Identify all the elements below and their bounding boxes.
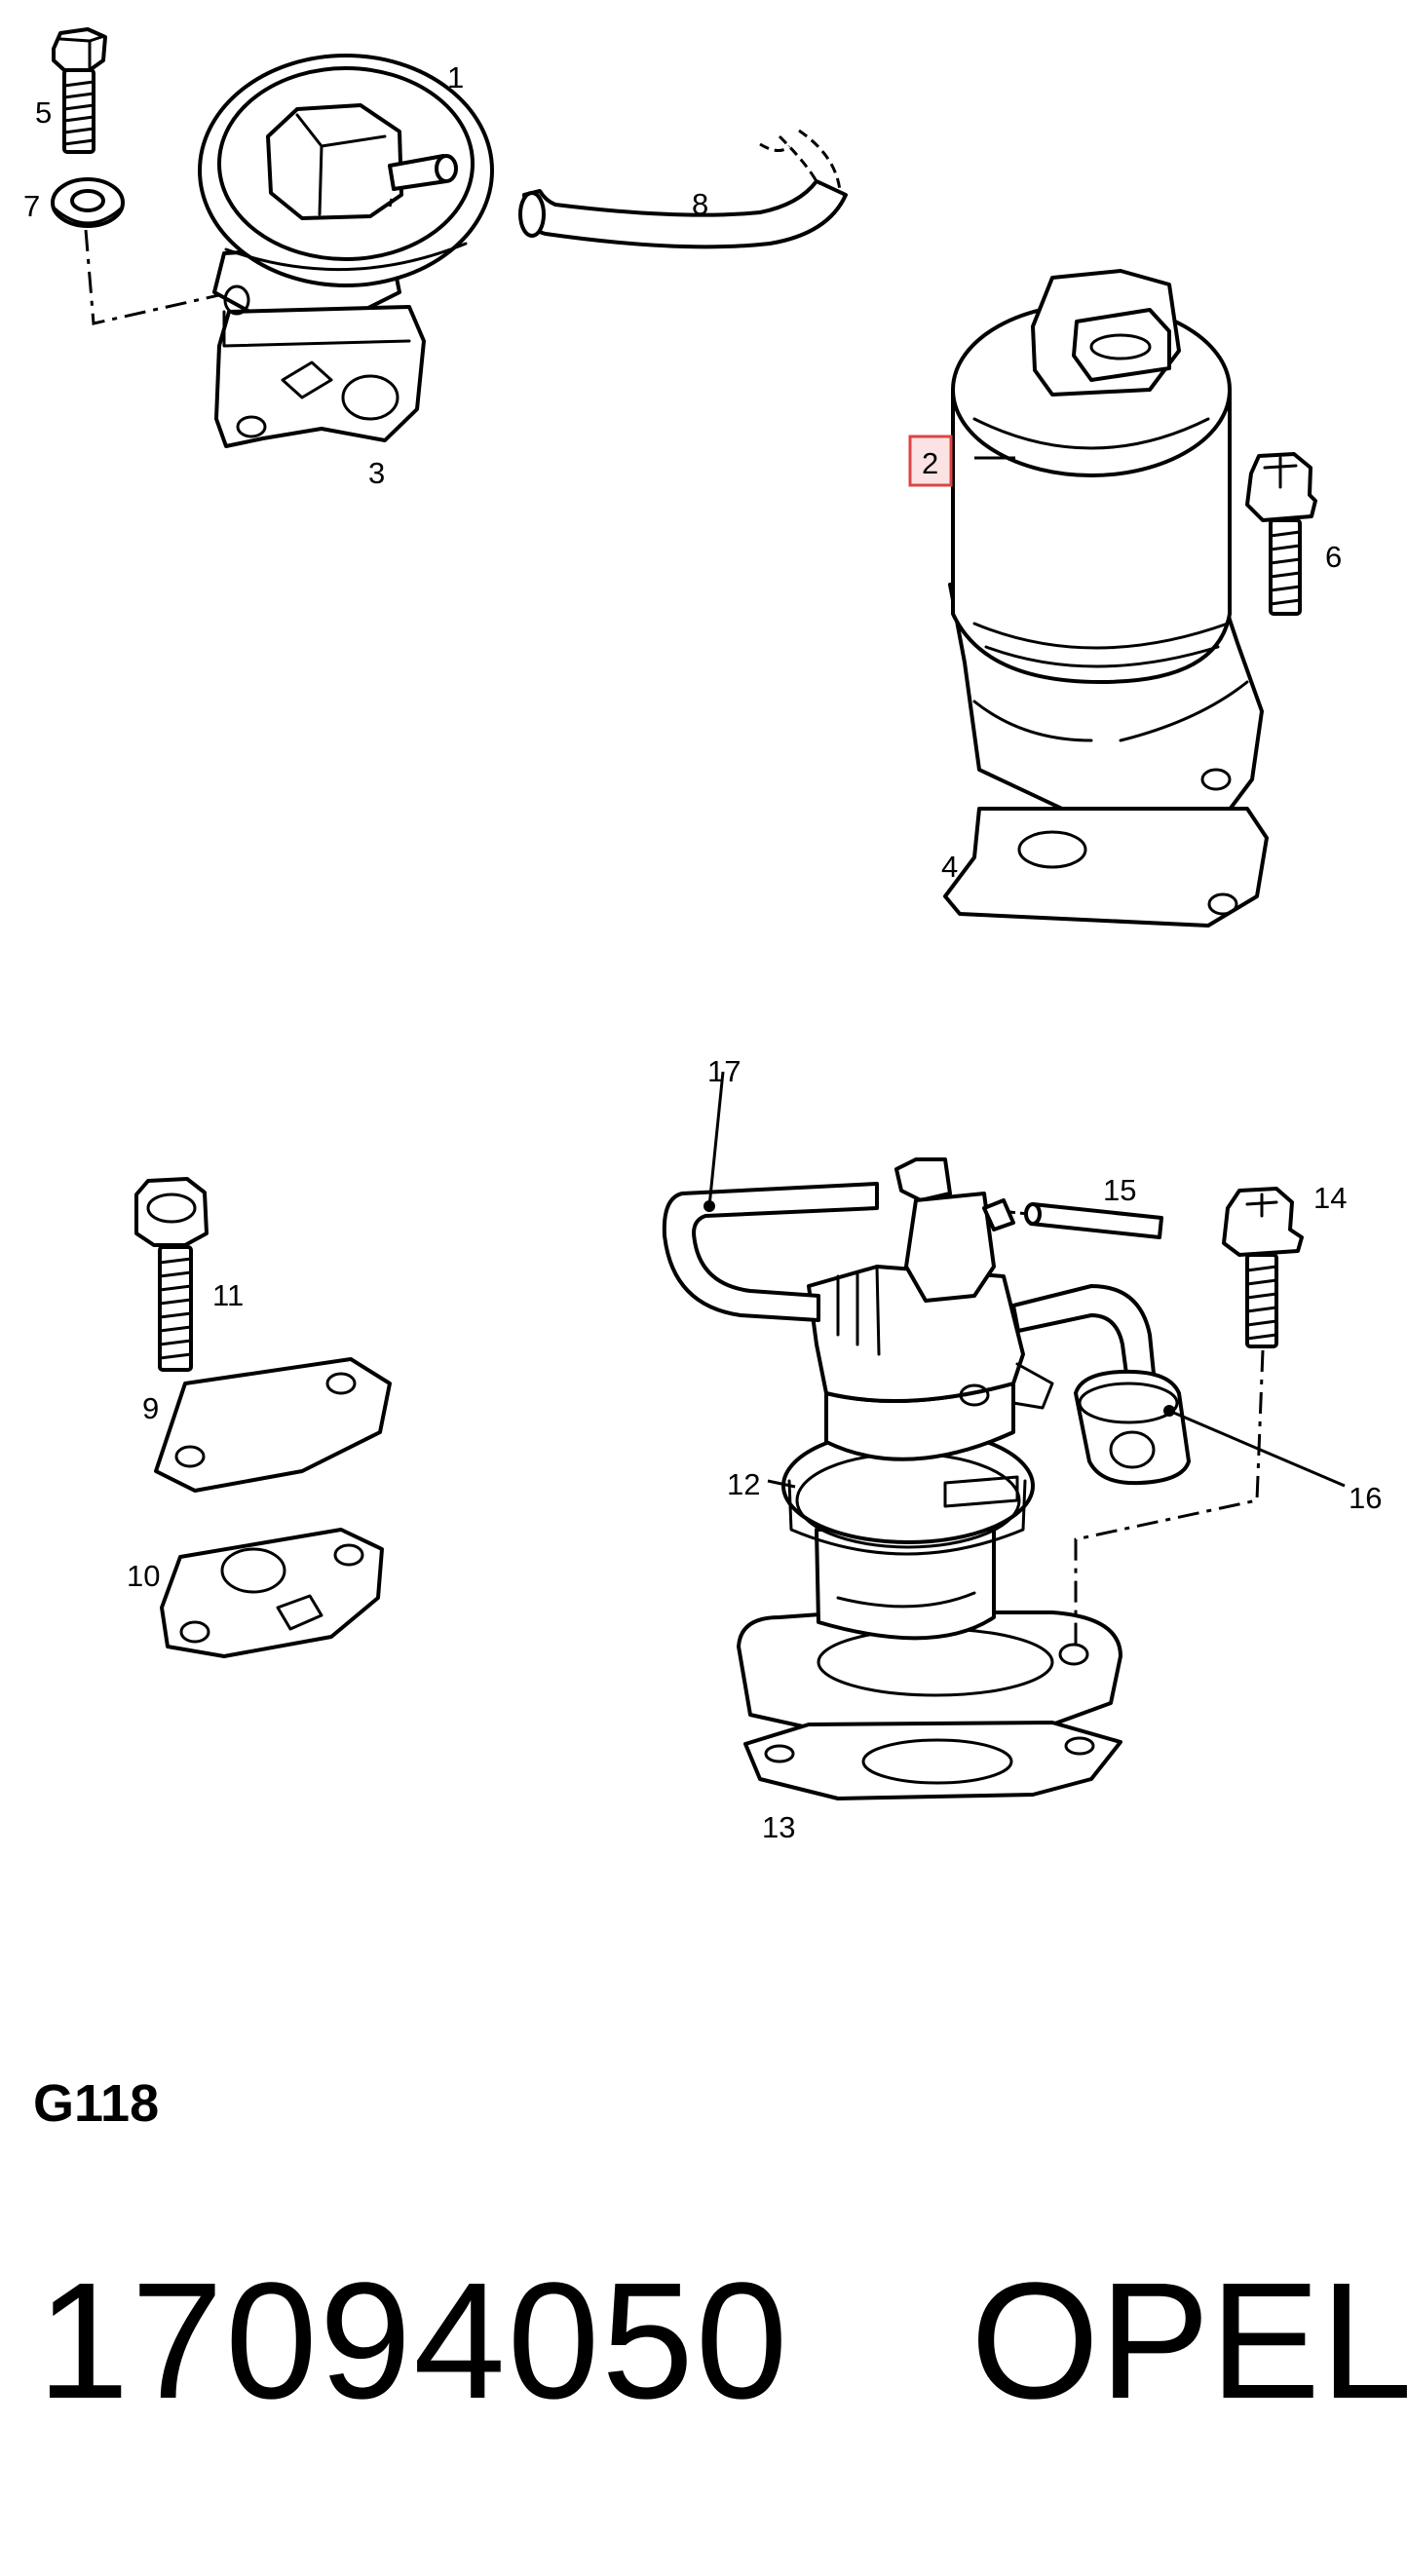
part-7-washer — [51, 177, 125, 228]
part-8-hose — [518, 129, 848, 249]
brand-name: OPEL — [970, 2249, 1407, 2434]
callout-8: 8 — [692, 187, 708, 221]
callout-6: 6 — [1325, 540, 1342, 574]
callout-3: 3 — [368, 456, 385, 490]
callout-12: 12 — [727, 1467, 760, 1501]
callout-17: 17 — [707, 1054, 741, 1088]
part-3-gasket — [214, 284, 426, 448]
part-number: 17094050 — [37, 2249, 790, 2434]
part-10-gasket — [160, 1528, 384, 1658]
part-5-bolt — [52, 27, 107, 154]
part-13-gasket — [743, 1721, 1122, 1800]
part-11-bolt — [134, 1177, 209, 1372]
callout-11: 11 — [212, 1278, 244, 1312]
part-1-egr-valve — [198, 54, 494, 316]
callout-7: 7 — [23, 189, 40, 223]
callout-14: 14 — [1313, 1181, 1347, 1215]
part-6-bolt — [1245, 452, 1317, 616]
callout-16: 16 — [1349, 1481, 1382, 1515]
part-16-connector — [1074, 1369, 1191, 1486]
part-2-egr-valve — [948, 269, 1264, 820]
part-12-egr-valve-assembly — [737, 1157, 1122, 1740]
part-9-gasket-plate — [154, 1357, 392, 1493]
part-4-gasket — [943, 807, 1269, 928]
part-15-small-tube — [1008, 1202, 1163, 1239]
callout-2-highlight — [908, 435, 953, 487]
callout-1: 1 — [447, 60, 464, 95]
dash-line-14-13 — [1074, 1349, 1265, 1647]
callout-13: 13 — [762, 1810, 795, 1844]
part-14-bolt — [1222, 1187, 1304, 1348]
dash-line-5-7-3 — [84, 229, 233, 325]
callout-4: 4 — [941, 850, 958, 884]
group-code: G118 — [33, 2074, 160, 2133]
callout-15: 15 — [1103, 1173, 1136, 1207]
callout-2: 2 — [922, 446, 938, 480]
callout-10: 10 — [127, 1559, 160, 1593]
leader-dot-17 — [704, 1200, 715, 1212]
callout-9: 9 — [142, 1391, 159, 1425]
leader-lines — [388, 198, 1346, 1489]
leader-dot-16 — [1163, 1405, 1175, 1417]
callout-5: 5 — [35, 95, 52, 130]
